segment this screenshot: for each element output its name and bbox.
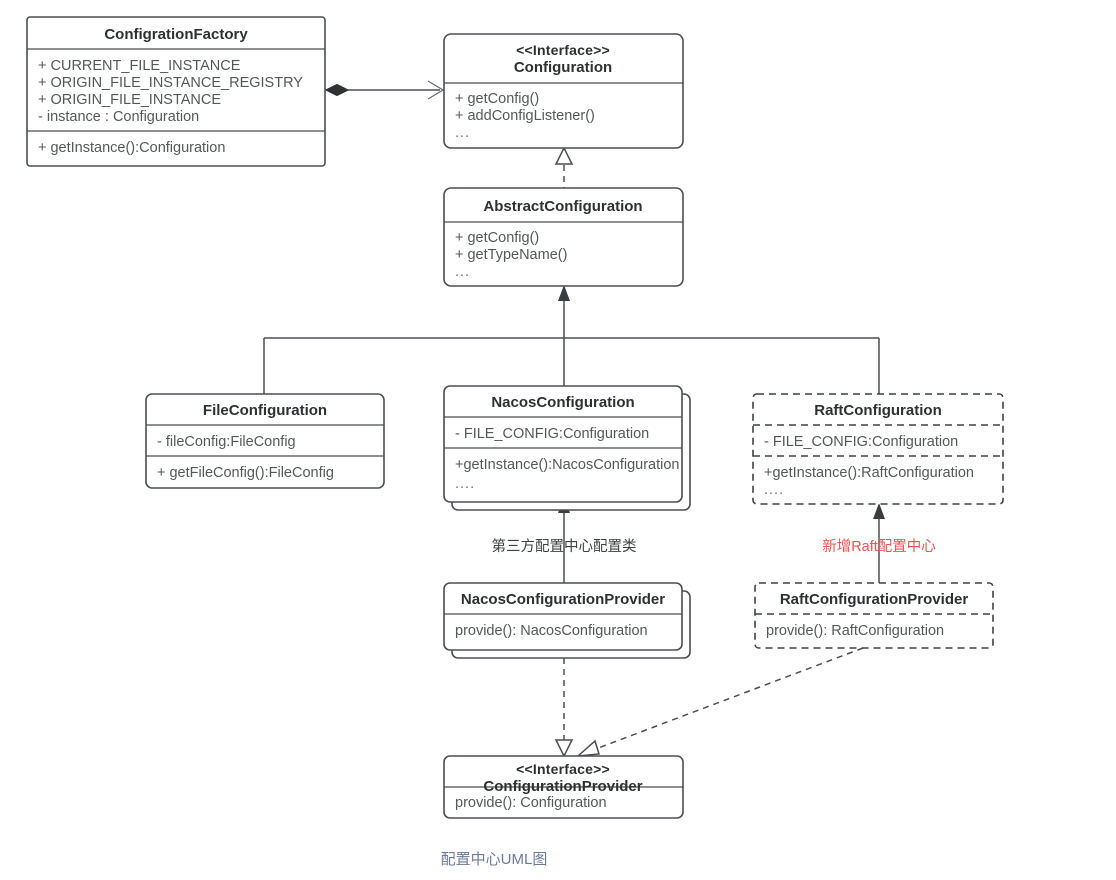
class-title: ConfigurationProvider [483,778,642,795]
class-method-ellipsis: ... [455,264,470,280]
class-method: + getConfig() [455,91,539,107]
class-attribute: - FILE_CONFIG:Configuration [764,434,958,450]
class-method-ellipsis: .... [764,482,784,498]
class-method-ellipsis: .... [455,476,475,492]
class-box-abstract-configuration[interactable]: AbstractConfiguration + getConfig() + ge… [443,187,684,287]
class-method: + getTypeName() [455,247,567,263]
note-label-raft: 新增Raft配置中心 [822,538,936,555]
class-box-nacos-configuration[interactable]: NacosConfiguration - FILE_CONFIG:Configu… [443,385,691,511]
class-method: + getConfig() [455,230,539,246]
class-method-ellipsis: ... [455,125,470,141]
diagram-caption: 配置中心UML图 [441,851,548,868]
class-attribute: - FILE_CONFIG:Configuration [455,426,649,442]
class-method: + addConfigListener() [455,108,595,124]
relation-raft-provider-realizes-provider [575,647,864,757]
class-title: ConfigrationFactory [104,26,248,43]
class-title: NacosConfiguration [491,394,634,411]
relation-nacos-provider-realizes-provider [554,658,574,758]
class-title: Configuration [514,59,612,76]
class-method: provide(): Configuration [455,795,607,811]
class-title: RaftConfigurationProvider [780,591,968,608]
class-method: +getInstance():RaftConfiguration [764,465,974,481]
class-box-configration-factory[interactable]: ConfigrationFactory + CURRENT_FILE_INSTA… [26,16,326,167]
class-title: AbstractConfiguration [483,198,642,215]
relation-abstract-realizes-configuration [554,146,574,193]
class-box-file-configuration[interactable]: FileConfiguration - fileConfig:FileConfi… [145,393,385,489]
class-title: RaftConfiguration [814,402,941,419]
relation-subclasses-extend-abstract [263,285,880,394]
class-stereotype: <<Interface>> [516,761,610,777]
class-box-configuration-provider[interactable]: <<Interface>> ConfigurationProvider prov… [443,755,684,819]
class-method: provide(): RaftConfiguration [766,623,944,639]
class-box-raft-configuration-provider[interactable]: RaftConfigurationProvider provide(): Raf… [754,582,994,649]
class-method: + getInstance():Configuration [38,140,225,156]
class-box-raft-configuration[interactable]: RaftConfiguration - FILE_CONFIG:Configur… [752,393,1004,505]
class-attribute: - fileConfig:FileConfig [157,434,296,450]
class-attribute: + CURRENT_FILE_INSTANCE [38,58,241,74]
relation-factory-to-configuration [324,80,445,100]
relation-raft-provider-to-raft [873,503,885,583]
class-method: + getFileConfig():FileConfig [157,465,334,481]
class-method: provide(): NacosConfiguration [455,623,648,639]
class-title: NacosConfigurationProvider [461,591,665,608]
class-attribute: + ORIGIN_FILE_INSTANCE [38,92,221,108]
class-attribute: + ORIGIN_FILE_INSTANCE_REGISTRY [38,75,303,91]
class-box-configuration[interactable]: <<Interface>> Configuration + getConfig(… [443,33,684,149]
class-method: +getInstance():NacosConfiguration [455,457,679,473]
class-title: FileConfiguration [203,402,327,419]
class-attribute: - instance : Configuration [38,109,199,125]
note-label-nacos: 第三方配置中心配置类 [492,537,637,555]
class-box-nacos-configuration-provider[interactable]: NacosConfigurationProvider provide(): Na… [443,582,691,659]
class-stereotype: <<Interface>> [516,42,610,58]
